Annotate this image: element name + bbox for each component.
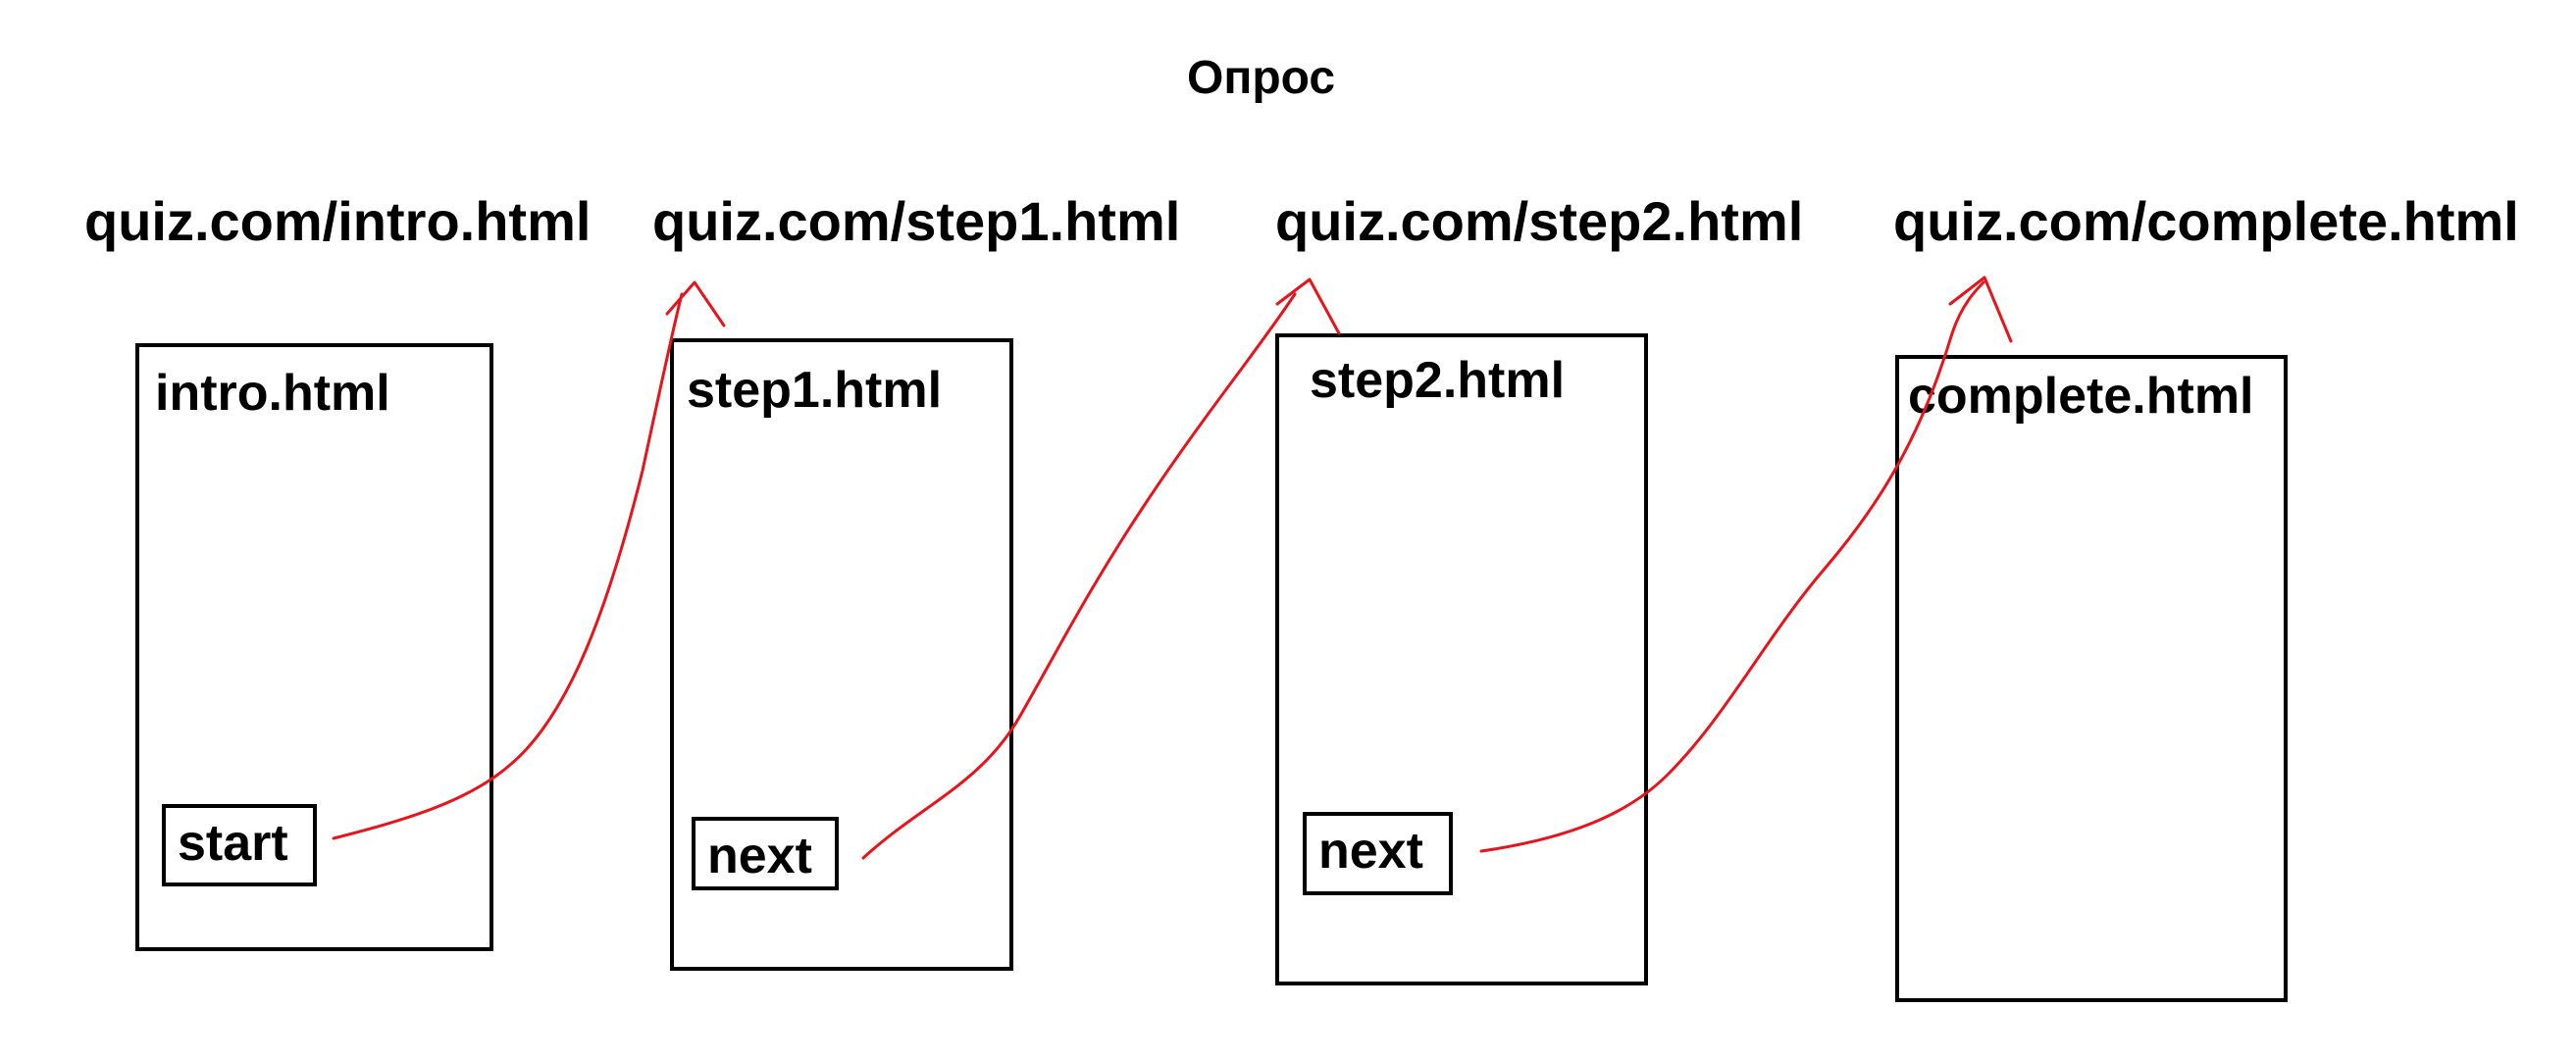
arrowhead-complete xyxy=(1948,276,2013,343)
arrowhead-step2 xyxy=(1275,277,1341,335)
page-name-intro: intro.html xyxy=(155,365,390,422)
page-box-complete xyxy=(1895,355,2288,1002)
step2-next-button[interactable]: next xyxy=(1303,812,1453,895)
start-button[interactable]: start xyxy=(162,804,317,886)
page-name-complete: complete.html xyxy=(1908,368,2254,425)
url-intro: quiz.com/intro.html xyxy=(84,190,592,252)
step1-next-button[interactable]: next xyxy=(692,817,839,890)
diagram-title: Опрос xyxy=(1187,52,1336,104)
url-step1: quiz.com/step1.html xyxy=(652,190,1181,252)
page-name-step1: step1.html xyxy=(687,362,943,419)
page-name-step2: step2.html xyxy=(1310,352,1566,409)
url-complete: quiz.com/complete.html xyxy=(1893,190,2519,252)
arrowhead-step1 xyxy=(665,280,726,328)
url-step2: quiz.com/step2.html xyxy=(1275,190,1804,252)
